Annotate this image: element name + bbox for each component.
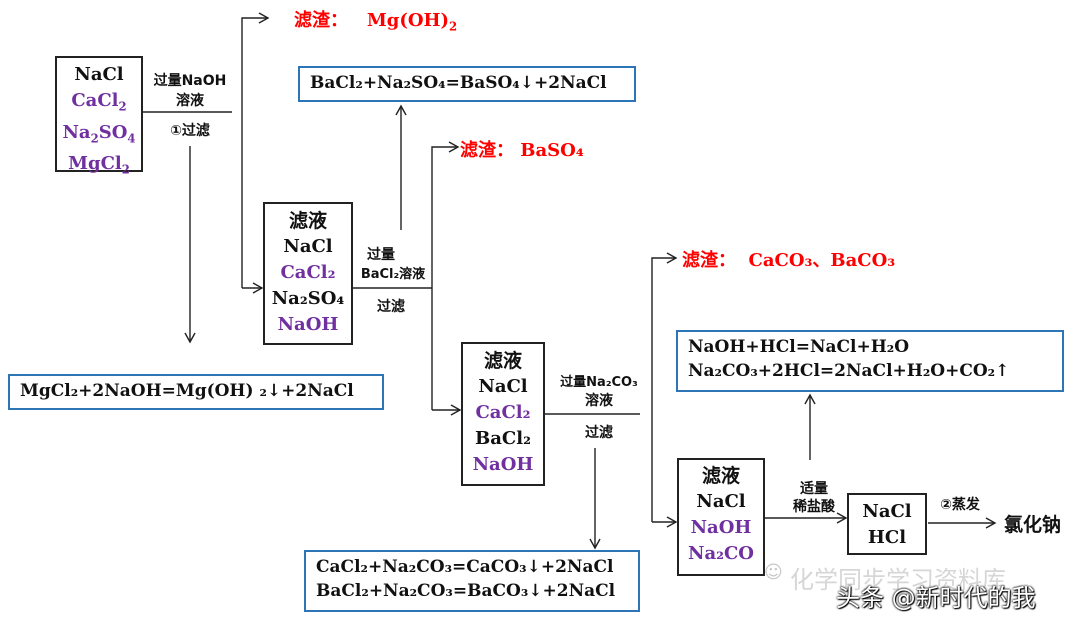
- equation3-line1: CaCl₂+Na₂CO₃=CaCO₃↓+2NaCl: [316, 557, 614, 577]
- box1-mgcl2: MgCl2: [68, 153, 130, 177]
- equation4-line1: NaOH+HCl=NaCl+H₂O: [688, 337, 910, 357]
- solution-box: NaCl HCl: [847, 493, 927, 555]
- watermark-logo-icon: ☺: [764, 562, 783, 583]
- initial-mixture-box: NaCl CaCl2 Na2SO4 MgCl2: [55, 56, 143, 177]
- step5-label: ②蒸发: [940, 497, 980, 513]
- box3-cacl2: CaCl₂: [475, 402, 531, 423]
- box2-cacl2: CaCl₂: [280, 262, 336, 283]
- step1-label-bottom: ①过滤: [170, 123, 210, 139]
- box2-naoh: NaOH: [277, 314, 339, 335]
- step1-label-mid: 溶液: [176, 93, 204, 109]
- box5-hcl: HCl: [867, 527, 907, 548]
- filtrate2-box: 滤液 NaCl CaCl₂ BaCl₂ NaOH: [461, 342, 545, 486]
- filtrate1-box: 滤液 NaCl CaCl₂ Na₂SO₄ NaOH: [263, 202, 353, 345]
- box2-na2so4: Na₂SO₄: [271, 288, 345, 309]
- step4-label-top: 适量: [800, 481, 828, 497]
- arrow-to-result1: [241, 12, 270, 288]
- box3-naoh: NaOH: [472, 454, 534, 475]
- result2-precipitate: 滤渣： BaSO₄: [460, 140, 584, 161]
- filtrate3-box: 滤液 NaCl NaOH Na₂CO: [677, 458, 765, 576]
- result1-precipitate: 滤渣： Mg(OH)2: [294, 10, 458, 34]
- equation3-line2: BaCl₂+Na₂CO₃=BaCO₃↓+2NaCl: [316, 581, 616, 601]
- step2-label-top: 过量: [367, 247, 395, 263]
- step1-label-top: 过量NaOH: [153, 73, 227, 89]
- equation1-box: MgCl₂+2NaOH=Mg(OH) ₂↓+2NaCl: [8, 374, 384, 410]
- box3-nacl: NaCl: [478, 376, 528, 397]
- step3-label-top: 过量Na₂CO₃: [560, 375, 638, 390]
- equation4-line2: Na₂CO₃+2HCl=2NaCl+H₂O+CO₂↑: [688, 361, 1010, 381]
- box4-title: 滤液: [701, 465, 740, 487]
- box4-naoh: NaOH: [690, 517, 752, 538]
- box2-nacl: NaCl: [283, 236, 333, 257]
- box1-na2so4: Na2SO4: [62, 121, 136, 146]
- step3-label-mid: 溶液: [585, 393, 613, 409]
- step2-label-mid: BaCl₂溶液: [360, 267, 426, 282]
- equation1-text: MgCl₂+2NaOH=Mg(OH) ₂↓+2NaCl: [20, 381, 354, 401]
- arrow-to-result3: [651, 252, 678, 522]
- result3-precipitate: 滤渣： CaCO₃、BaCO₃: [682, 250, 896, 271]
- box5-nacl: NaCl: [862, 501, 912, 522]
- box4-nacl: NaCl: [696, 491, 746, 512]
- step4-label-bottom: 稀盐酸: [793, 499, 835, 515]
- equation2-box: BaCl₂+Na₂SO₄=BaSO₄↓+2NaCl: [298, 66, 636, 102]
- watermark-line1: 化学同步学习资料库: [790, 566, 1006, 594]
- step2-label-bottom: 过滤: [377, 299, 405, 315]
- box2-title: 滤液: [288, 210, 327, 232]
- equation2-text: BaCl₂+Na₂SO₄=BaSO₄↓+2NaCl: [310, 73, 607, 93]
- equation4-box: NaOH+HCl=NaCl+H₂O Na₂CO₃+2HCl=2NaCl+H₂O+…: [676, 330, 1064, 392]
- arrow-to-result2: [431, 141, 460, 410]
- box1-nacl: NaCl: [74, 64, 124, 85]
- box4-na2co3: Na₂CO: [687, 543, 754, 564]
- box3-bacl2: BaCl₂: [475, 428, 531, 449]
- watermark-line2: 头条 @新时代的我: [836, 584, 1036, 612]
- box3-title: 滤液: [483, 350, 522, 372]
- final-product: 氯化钠: [1004, 514, 1062, 536]
- box1-cacl2: CaCl2: [71, 90, 127, 114]
- equation3-box: CaCl₂+Na₂CO₃=CaCO₃↓+2NaCl BaCl₂+Na₂CO₃=B…: [304, 550, 640, 612]
- step3-label-bottom: 过滤: [585, 425, 613, 441]
